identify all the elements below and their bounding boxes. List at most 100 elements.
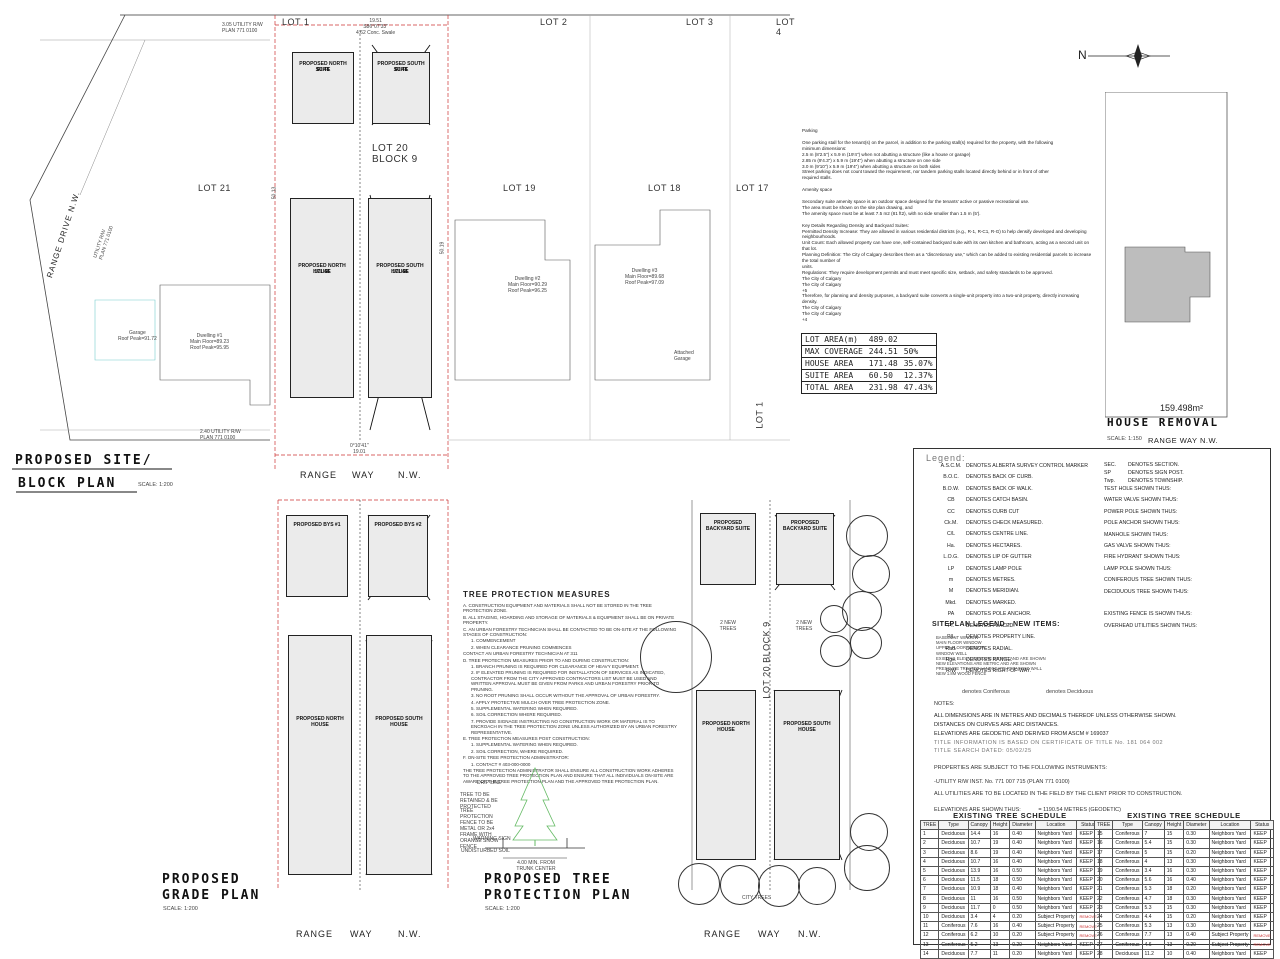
tree-title-1: PROPOSED TREE (484, 872, 612, 887)
legend-abbrev-code: B.O.W. (942, 485, 960, 492)
tree-measure-item: 2. IF ELEVATED PRUNING IS REQUIRED FOR I… (471, 670, 665, 692)
tree-cell: 16 (1163, 875, 1185, 886)
tree-circle (820, 635, 852, 667)
dwelling-2-roof: Roof Peak=96.25 (508, 288, 547, 294)
tree-cell: 0.20 (1009, 911, 1036, 923)
tree-cell: 11 (919, 921, 940, 932)
tree-cell: Neighbors Yard (1208, 884, 1252, 895)
tree-cell: Coniferous (1112, 875, 1143, 886)
tree-cell: 5.3 (1141, 921, 1165, 932)
parking-line: The City of Calgary (802, 275, 842, 281)
elevations-note: ELEVATIONS ARE SHOWN THUS: (934, 807, 1021, 813)
tree-cell: 16 (989, 829, 1011, 840)
parking-line: units. (802, 263, 813, 269)
grade-title-1: PROPOSED (162, 872, 241, 887)
elevation-value: = 1190.54 METRES (GEODETIC) (1038, 807, 1121, 813)
tree-cell: 0.50 (1009, 893, 1036, 904)
tree-measure-item: F. ON-SITE TREE PROTECTION ADMINISTRATOR… (463, 755, 570, 761)
legend-abbrev-text: DENOTES SIGN POST. (1128, 470, 1184, 476)
tree-cell: 0.30 (1183, 838, 1210, 849)
tree-cell: Coniferous (1112, 838, 1143, 849)
area-label: LOT AREA(m) (800, 333, 866, 346)
grade-bys-2-label: PROPOSED BYS #2 (374, 522, 422, 528)
tree-cell: Subject Property (1208, 939, 1252, 950)
north-label: N (1078, 48, 1087, 62)
tree-header-cell: Diameter (1009, 819, 1036, 831)
tree-cell: 13 (1163, 930, 1185, 941)
tree-cell: 16 (989, 865, 1011, 877)
legend-symbols: TEST HOLE SHOWN THUS:WATER VALVE SHOWN T… (1104, 484, 1197, 632)
tree-circle (852, 555, 890, 593)
tree-backyard-suite-1-label: PROPOSED BACKYARD SUITE (705, 520, 751, 532)
tree-cell: Deciduous (938, 893, 969, 904)
tree-cell: 3.4 (1141, 865, 1165, 877)
tree-cell: Neighbors Yard (1034, 829, 1078, 840)
parking-line: Secondary suite amenity space is an outd… (802, 198, 1030, 204)
legend-abbrev-row: Mkd.DENOTES MARKED. (936, 598, 1088, 609)
legend-abbrev-row: Twp.DENOTES TOWNSHIP. (1104, 477, 1184, 485)
tree-cell: 13 (1163, 856, 1185, 867)
tree-cell: 16 (1163, 865, 1185, 877)
parking-line: Amenity space (802, 187, 833, 193)
instruments-heading: PROPERTIES ARE SUBJECT TO THE FOLLOWING … (934, 765, 1108, 771)
house-removal-lot (1105, 92, 1228, 418)
tree-header-cell: Type (938, 819, 969, 831)
tree-cell: 9 (919, 902, 940, 913)
tree-header-cell: Type (1112, 819, 1143, 831)
tree-cell: 10.7 (967, 838, 991, 849)
tree-cell: 5.4 (1141, 838, 1165, 849)
tree-cell: 0.30 (1183, 829, 1210, 840)
site-title-underline (12, 468, 172, 493)
tree-measure-item: 1. COMMENCEMENT (471, 638, 516, 644)
tree-cell: 15 (1163, 902, 1185, 913)
legend-abbrev-code: Rad. (945, 645, 957, 652)
tree-cell: 0.20 (1183, 884, 1210, 895)
tree-cell: 0.50 (1009, 902, 1036, 913)
tree-cell: REMOVE (1250, 930, 1274, 941)
tree-header-cell: Diameter (1183, 819, 1210, 831)
area-value: 60.50 (865, 369, 901, 382)
tree-cell: 15 (1163, 911, 1185, 923)
legend-abbrev-code: A.S.C.M. (940, 463, 962, 469)
site-plan-title-2: BLOCK PLAN (18, 476, 117, 491)
tree-cell: 4 (1141, 856, 1165, 867)
parking-line: 3.0 m (9'10") x 5.9 m (19'4") when abutt… (802, 163, 941, 169)
legend-abbrev-code: B.O.C. (943, 474, 959, 481)
tree-cell: 11 (967, 893, 991, 904)
lot-1-label: LOT 1 (282, 17, 310, 27)
tree-cell: 0.30 (1183, 893, 1210, 904)
notes-heading: NOTES: (934, 701, 955, 707)
tree-circle (844, 845, 890, 891)
legend-abbrev-row: SEC.DENOTES SECTION. (1104, 461, 1184, 469)
tree-cell: 16 (1093, 838, 1114, 849)
tree-cell: 21 (1093, 884, 1114, 895)
south-house-area: 171.48 (392, 269, 408, 275)
area-pct: 50% (900, 345, 937, 358)
parking-line: Street parking does not count toward the… (802, 169, 1049, 175)
road-nw-1: N.W. (398, 470, 422, 480)
road-nw-2: N.W. (398, 929, 422, 939)
tree-cell: Coniferous (938, 921, 969, 932)
tree-cell: 0.30 (1183, 902, 1210, 913)
tree-cell: Neighbors Yard (1208, 902, 1252, 913)
tree-cell: 10.9 (967, 884, 991, 895)
tree-circle (720, 865, 760, 905)
legend-abbrev-text: DENOTES CENTRE LINE. (966, 531, 1029, 538)
tree-south-house-label: PROPOSED SOUTH HOUSE (783, 721, 831, 733)
tree-cell: 10.7 (967, 856, 991, 867)
tree-cell: 16 (989, 921, 1011, 932)
fence-dim: 4.00 MIN. FROM TRUNK CENTER (516, 860, 556, 872)
siteplan-item: BASEMENT WINDOW (936, 635, 979, 640)
